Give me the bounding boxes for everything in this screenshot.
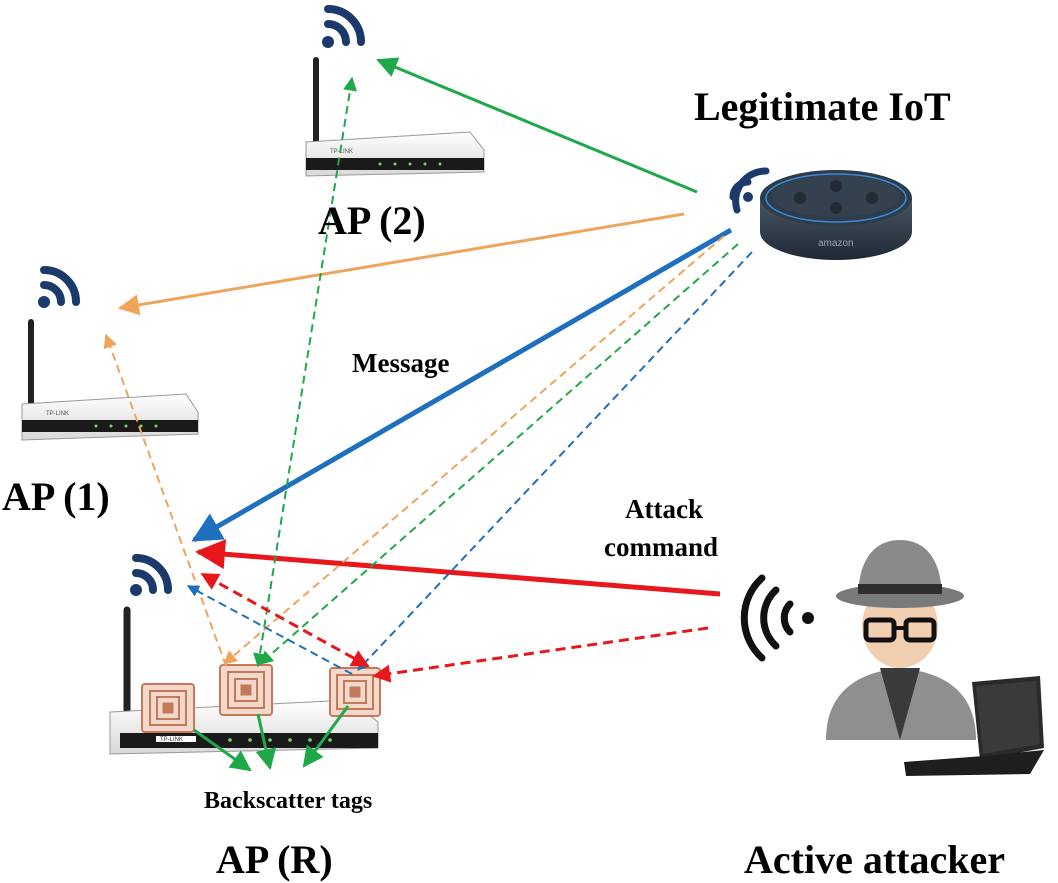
iot-to-ap1-arrow [117, 212, 685, 316]
ap2-router: TP-LINK [305, 57, 485, 177]
iot-to-ap2-arrow [376, 57, 698, 194]
attacker-signal-icon [740, 574, 814, 662]
apr-brand: TP-LINK [160, 737, 183, 743]
iot-to-tag2-dashed-green [258, 243, 739, 665]
iot-to-tag3-dashed-blue [357, 251, 753, 671]
backscatter-tag-3 [329, 667, 381, 717]
attacker-to-tag3-dashed-red [372, 626, 709, 683]
ap1-router: TP-LINK [21, 319, 199, 441]
ap1-brand: TP-LINK [46, 411, 69, 417]
iot-to-tag1-dashed-orange [222, 235, 725, 665]
tag2-to-ap2-dashed [253, 76, 357, 668]
ap1-label: AP (1) [2, 474, 110, 519]
tag-output-arrows [193, 705, 350, 772]
ap2-wifi-icon [322, 5, 365, 48]
iot-smart-speaker: amazon [760, 170, 912, 260]
ap2-label: AP (2) [318, 198, 426, 243]
ap1-wifi-icon [38, 266, 80, 308]
attack-label-line2: command [604, 532, 718, 562]
tag3-to-apr-dashed-blue [186, 585, 353, 675]
message-label: Message [352, 348, 449, 378]
backscatter-tag-1 [141, 683, 195, 733]
attacker-figure [826, 540, 1044, 776]
speaker-brand: amazon [818, 238, 854, 249]
backscatter-tag-2 [219, 664, 273, 716]
apr-label: AP (R) [216, 837, 333, 882]
apr-wifi-icon [130, 554, 172, 596]
backscatter-tags-label: Backscatter tags [204, 788, 372, 814]
iot-wifi-icon [729, 167, 770, 214]
attack-label-line1: Attack [625, 494, 703, 524]
tag3-to-apr-dashed-red [200, 572, 370, 668]
active-attacker-label: Active attacker [744, 837, 1005, 882]
legitimate-iot-label: Legitimate IoT [694, 84, 951, 129]
